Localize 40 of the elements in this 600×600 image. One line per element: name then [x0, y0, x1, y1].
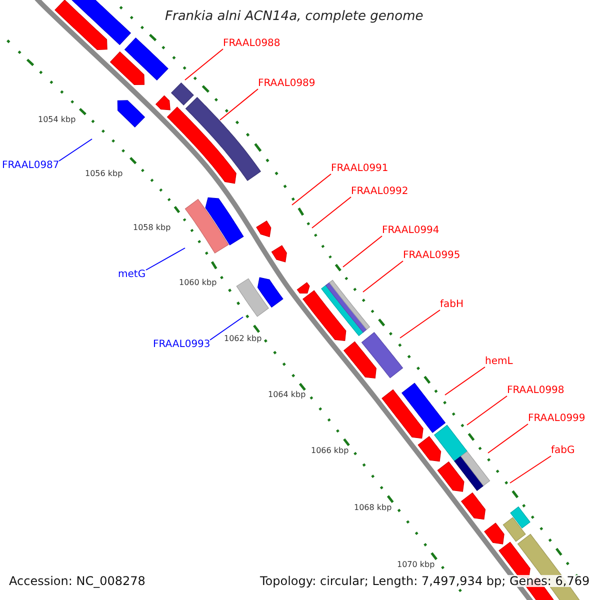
scale-label: 1064 kbp: [268, 391, 306, 399]
leader-line: [488, 424, 528, 454]
gene-label: FRAAL0992: [351, 187, 408, 197]
gene-label: fabH: [440, 300, 464, 310]
leader-line: [58, 138, 92, 162]
leader-line: [444, 366, 486, 396]
gene-label: FRAAL0994: [382, 226, 440, 236]
leader-line: [400, 310, 440, 338]
scale-label: 1066 kbp: [311, 447, 349, 455]
diagram-title: Frankia alni ACN14a, complete genome: [165, 10, 424, 23]
scale-label: 1062 kbp: [224, 335, 262, 343]
leader-line: [146, 248, 186, 270]
scale-label: 1058 kbp: [133, 224, 171, 232]
leader-line: [210, 316, 244, 340]
gene-label: FRAAL0989: [258, 79, 316, 89]
scale-label: 1060 kbp: [179, 279, 217, 287]
leader-line: [342, 236, 382, 268]
leader-line: [362, 260, 404, 292]
gene-label: FRAAL0999: [528, 414, 586, 424]
leader-line: [220, 88, 258, 120]
leader-line: [184, 48, 224, 80]
gene-label: hemL: [485, 357, 513, 367]
scale-label: 1068 kbp: [354, 504, 392, 512]
gene-label: FRAAL0991: [331, 164, 388, 174]
gene-label: FRAAL0987: [2, 161, 60, 171]
gene-label: FRAAL0998: [507, 386, 564, 396]
gene-label: fabG: [551, 446, 575, 456]
gene-label: FRAAL0988: [223, 39, 280, 49]
gene-label: FRAAL0995: [403, 251, 460, 261]
leader-line: [510, 456, 552, 484]
leader-line: [312, 196, 352, 228]
gene-label: metG: [118, 270, 146, 280]
footer-text: Accession: NC_008278: [9, 575, 146, 587]
gene-label: FRAAL0993: [153, 340, 210, 350]
scale-label: 1070 kbp: [397, 561, 435, 569]
leader-line: [292, 174, 332, 206]
scale-label: 1056 kbp: [85, 170, 123, 178]
scale-label: 1054 kbp: [38, 116, 76, 124]
leader-line: [466, 396, 508, 426]
footer-text: Topology: circular; Length: 7,497,934 bp; Genes: 6,769: [260, 575, 590, 587]
